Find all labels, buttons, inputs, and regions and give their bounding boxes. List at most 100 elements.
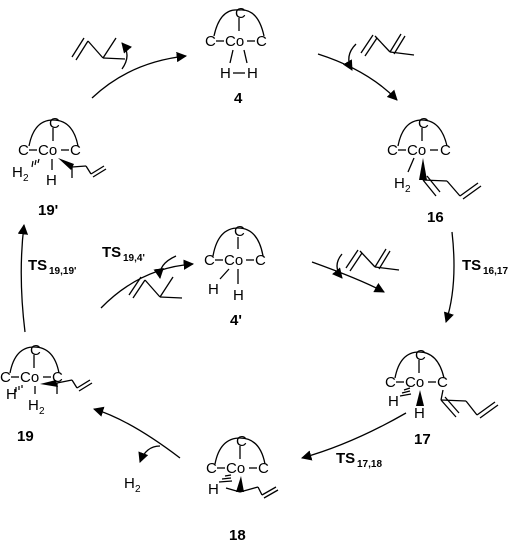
atom-h: H <box>208 281 219 298</box>
atom-c: C <box>418 115 429 132</box>
compound-label-4: 4 <box>234 90 243 107</box>
atom-c: C <box>256 33 267 50</box>
bond <box>75 40 89 61</box>
pincer-arc <box>9 346 60 374</box>
atom-h2-subscript: 2 <box>39 406 45 417</box>
arrow-add-isoprene-top <box>342 43 357 71</box>
compound-4-prime: C C Co C H H 4' <box>204 223 266 329</box>
arrow-add-isoprene-center <box>332 253 343 279</box>
bond <box>128 276 142 296</box>
atom-c: C <box>206 460 217 477</box>
atom-co: Co <box>405 374 424 391</box>
bond <box>440 399 467 402</box>
bond <box>159 296 183 299</box>
ts-label-19-19p: TS 19,19' <box>28 257 76 277</box>
bond <box>87 40 104 59</box>
ts-text: TS <box>336 450 355 467</box>
h2-reagent-label: H <box>124 475 135 492</box>
arrow-4-to-16 <box>317 53 398 101</box>
bond <box>389 51 415 56</box>
bond <box>393 35 406 55</box>
compound-4: C C Co C H H 4 <box>205 5 267 107</box>
bond <box>263 489 279 499</box>
bond <box>374 35 391 53</box>
bond <box>422 179 437 197</box>
wedge-bond <box>58 158 74 170</box>
compound-label-18: 18 <box>229 527 246 544</box>
bond <box>239 486 259 493</box>
atom-co: Co <box>38 142 57 159</box>
bond <box>56 379 73 384</box>
arrow-release-alkene-top <box>121 42 132 70</box>
compound-label-19-prime: 19' <box>38 202 58 219</box>
ts-label-17-18: TS 17,18 <box>336 450 382 470</box>
atom-c: C <box>30 342 41 359</box>
ts-subscript: 19,4' <box>123 253 145 264</box>
compound-18: C C Co C H 18 <box>206 433 279 544</box>
bond <box>407 157 415 173</box>
bond <box>446 180 461 197</box>
isoprene-top-right <box>360 33 415 57</box>
methylbutene-center <box>128 276 183 299</box>
bond <box>261 486 277 496</box>
bond <box>440 399 457 418</box>
atom-co: Co <box>226 460 245 477</box>
ts-subscript: 16,17 <box>483 266 508 277</box>
bond <box>219 268 230 280</box>
ts-label-16-17: TS 16,17 <box>462 257 508 277</box>
atom-c: C <box>236 433 247 450</box>
arrow-4p-to-17 <box>311 261 385 293</box>
bond <box>360 34 374 54</box>
wedge-bond <box>40 380 58 387</box>
arrow-16-to-17 <box>443 231 455 323</box>
bond <box>374 266 400 271</box>
atom-c: C <box>234 223 245 240</box>
atom-c: C <box>52 369 63 386</box>
atom-h: H <box>233 287 244 304</box>
atom-c: C <box>255 252 266 269</box>
atom-h: H <box>414 405 425 422</box>
atom-h2-subscript: 2 <box>405 184 411 195</box>
wedge-bond <box>419 158 427 180</box>
bond <box>85 165 92 175</box>
bond <box>132 279 146 299</box>
bond <box>440 389 444 401</box>
bond <box>422 179 448 182</box>
atom-co: Co <box>225 33 244 50</box>
hashed-bond <box>399 387 412 397</box>
bond <box>92 168 107 178</box>
bond <box>374 248 387 268</box>
ts-text: TS <box>28 257 47 274</box>
atom-h: H <box>46 172 57 189</box>
compound-label-16: 16 <box>427 209 444 226</box>
wedge-bond <box>416 390 424 406</box>
atom-c: C <box>437 374 448 391</box>
bond <box>76 379 91 389</box>
bond <box>102 57 126 60</box>
atom-c: C <box>205 33 216 50</box>
atom-h2: H <box>28 397 39 414</box>
atom-c: C <box>258 460 269 477</box>
bond <box>476 401 496 416</box>
ts-label-19-4p: TS 19,4' <box>102 244 145 264</box>
bond <box>444 396 460 414</box>
bond <box>144 279 161 298</box>
atom-c: C <box>70 142 81 159</box>
atom-h: H <box>208 481 219 498</box>
atom-c: C <box>0 369 11 386</box>
pincer-arc <box>212 227 264 257</box>
bond <box>229 49 234 64</box>
bond <box>71 37 85 58</box>
atom-h2-subscript: 2 <box>23 173 29 184</box>
atom-c: C <box>49 115 60 132</box>
bond <box>378 250 391 270</box>
bond <box>159 276 174 298</box>
atom-c: C <box>235 5 246 22</box>
pincer-arc <box>394 351 445 379</box>
bond <box>257 486 263 496</box>
bond <box>243 49 248 64</box>
atom-c: C <box>415 347 426 364</box>
atom-h: H <box>247 65 258 82</box>
compound-label-17: 17 <box>414 431 431 448</box>
